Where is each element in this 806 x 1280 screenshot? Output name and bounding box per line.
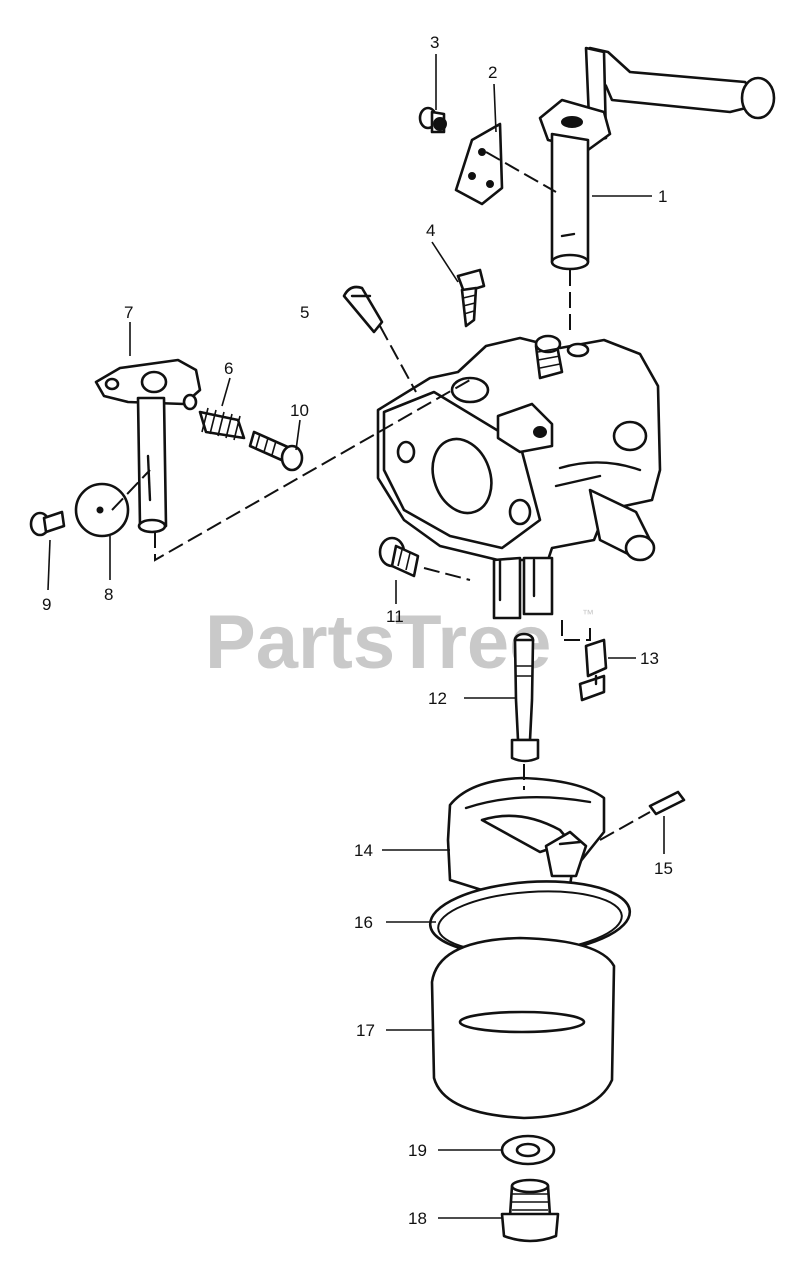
part-4-screw[interactable]: [456, 268, 486, 328]
callout-11[interactable]: 11: [386, 607, 404, 626]
callout-19[interactable]: 19: [408, 1141, 427, 1160]
part-3-screw[interactable]: [418, 106, 447, 134]
part-15-float-pin[interactable]: [648, 790, 686, 816]
callout-10[interactable]: 10: [290, 401, 309, 420]
callout-15[interactable]: 15: [654, 859, 673, 878]
callout-5[interactable]: 5: [300, 303, 309, 322]
callout-3[interactable]: 3: [430, 33, 439, 52]
part-2-throttle-plate[interactable]: [454, 122, 504, 206]
watermark-trademark: ™: [582, 607, 594, 621]
part-19-washer[interactable]: [500, 1134, 556, 1166]
part-16-bowl-gasket[interactable]: [428, 875, 633, 961]
part-10-adjust-screw[interactable]: [248, 430, 304, 472]
part-6-spring[interactable]: [198, 407, 246, 441]
callout-7[interactable]: 7: [124, 303, 133, 322]
part-5-idle-tube[interactable]: [342, 285, 384, 334]
callout-6[interactable]: 6: [224, 359, 233, 378]
callout-9[interactable]: 9: [42, 595, 51, 614]
part-11-screw[interactable]: [378, 536, 420, 578]
callout-16[interactable]: 16: [354, 913, 373, 932]
callout-8[interactable]: 8: [104, 585, 113, 604]
carburetor-body[interactable]: [376, 334, 662, 620]
callout-2[interactable]: 2: [488, 63, 497, 82]
callout-17[interactable]: 17: [356, 1021, 375, 1040]
part-14-float[interactable]: [446, 776, 606, 904]
part-9-screw[interactable]: [29, 510, 66, 537]
part-7-choke-lever[interactable]: [94, 358, 202, 534]
callout-13[interactable]: 13: [640, 649, 659, 668]
callout-1[interactable]: 1: [658, 187, 667, 206]
callout-18[interactable]: 18: [408, 1209, 427, 1228]
assembly-lines: [111, 151, 651, 841]
leader-lines: [47, 54, 665, 1219]
part-12-main-nozzle[interactable]: [510, 632, 540, 763]
callout-12[interactable]: 12: [428, 689, 447, 708]
part-17-float-bowl[interactable]: [430, 936, 616, 1120]
part-1-throttle-shaft[interactable]: [538, 46, 776, 271]
callout-labels: 1 2 3 4 5 6 7 8 9 10 11 12 13 14 15 16 1…: [42, 33, 673, 1228]
callout-14[interactable]: 14: [354, 841, 373, 860]
part-13-float-needle[interactable]: [578, 638, 608, 702]
part-8-choke-plate[interactable]: [74, 482, 130, 538]
part-18-bowl-nut[interactable]: [500, 1178, 560, 1243]
callout-4[interactable]: 4: [426, 221, 435, 240]
